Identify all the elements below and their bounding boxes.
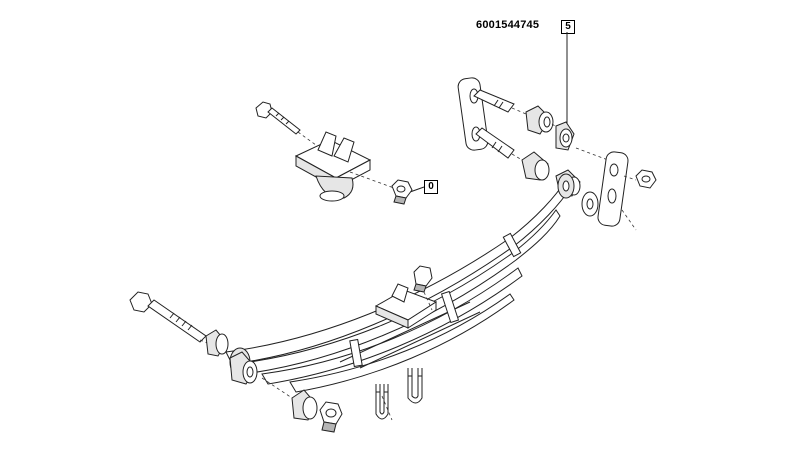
spring-seat-plate[interactable]	[376, 284, 436, 328]
shackle-bushing-lower[interactable]	[522, 152, 549, 180]
upper-hanger-bolt[interactable]	[256, 102, 300, 134]
callout-5-box[interactable]: 5	[561, 20, 575, 34]
front-eye-bushing[interactable]	[230, 352, 257, 384]
front-bushing-outer[interactable]	[206, 330, 228, 356]
spring-rear-eye[interactable]	[558, 174, 574, 198]
shackle-pin-upper[interactable]	[474, 90, 514, 112]
front-hanger-bolt[interactable]	[130, 292, 206, 342]
callout-0-box[interactable]: 0	[424, 180, 438, 194]
u-bolt-right[interactable]	[408, 368, 422, 403]
shackle-bushing-upper[interactable]	[526, 106, 553, 134]
part-number-label: 6001544745	[476, 19, 540, 31]
front-hanger-nut[interactable]	[320, 402, 342, 432]
u-bolt-left[interactable]	[376, 384, 388, 419]
shackle-pin-lower[interactable]	[476, 128, 514, 158]
spring-clip-a[interactable]	[350, 340, 362, 367]
shackle-plate-front[interactable]	[597, 151, 629, 227]
upper-hanger-nut[interactable]	[392, 180, 412, 204]
upper-hanger-bracket[interactable]	[296, 132, 370, 201]
spring-clip-b[interactable]	[442, 291, 459, 322]
leader-line-0	[410, 187, 424, 192]
shackle-nut[interactable]	[636, 170, 656, 188]
shackle-washer[interactable]	[582, 192, 598, 216]
shackle-bushing-callout-5[interactable]	[556, 122, 574, 150]
spring-clip-c[interactable]	[503, 233, 520, 256]
front-bushing-inner[interactable]	[292, 390, 317, 420]
